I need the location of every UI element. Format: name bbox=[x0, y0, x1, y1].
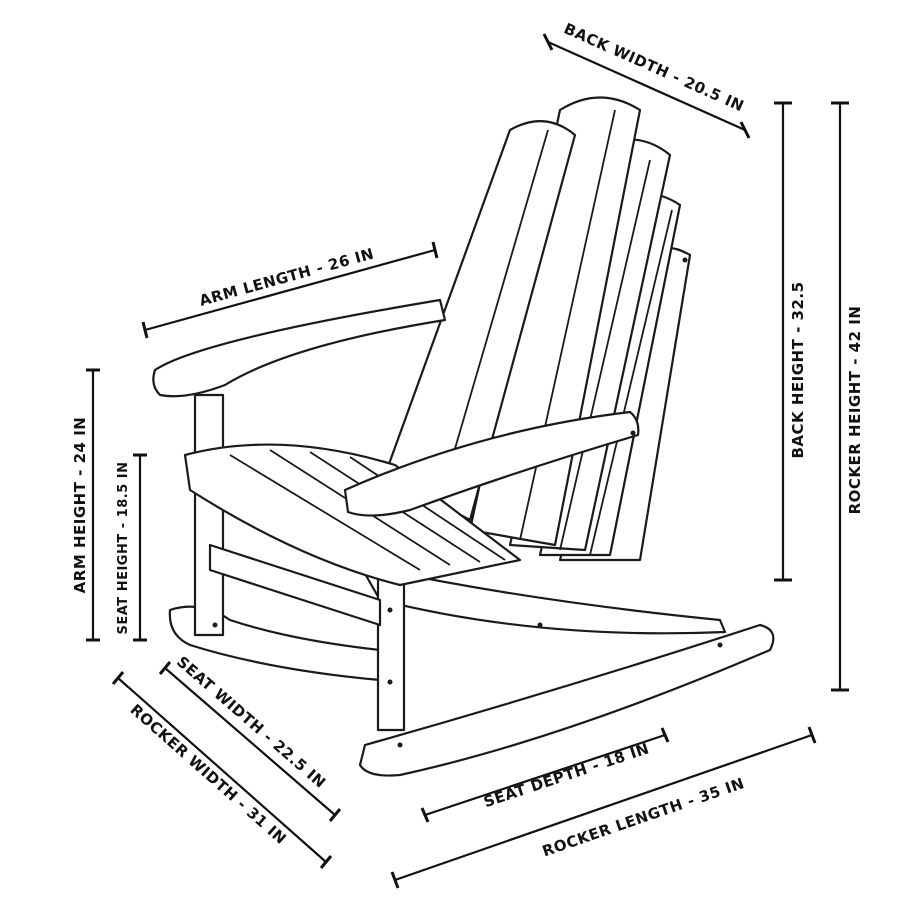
seat-height-label: SEAT HEIGHT - 18.5 IN bbox=[116, 462, 131, 635]
rocker-length-label: ROCKER LENGTH - 35 IN bbox=[540, 774, 747, 860]
back-height-label: BACK HEIGHT - 32.5 bbox=[789, 281, 807, 458]
rocker-height-dimension: ROCKER HEIGHT - 42 IN bbox=[831, 101, 864, 692]
arm-length-label: ARM LENGTH - 26 IN bbox=[197, 245, 376, 310]
back-height-dimension: BACK HEIGHT - 32.5 bbox=[774, 101, 807, 582]
seat-height-dimension: SEAT HEIGHT - 18.5 IN bbox=[116, 453, 147, 642]
arm-height-dimension: ARM HEIGHT - 24 IN bbox=[71, 368, 100, 642]
arm-height-label: ARM HEIGHT - 24 IN bbox=[71, 417, 89, 594]
rocker-height-label: ROCKER HEIGHT - 42 IN bbox=[846, 306, 864, 515]
rocking-chair-illustration bbox=[152, 96, 775, 777]
